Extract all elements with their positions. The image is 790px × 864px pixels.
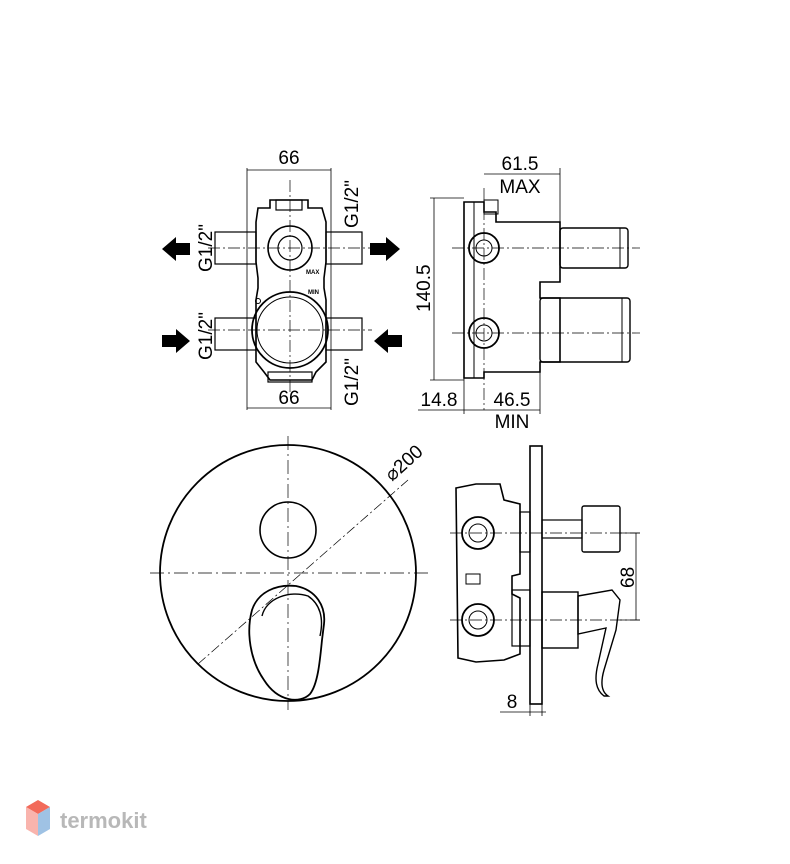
width-top-label: 66 <box>278 148 299 169</box>
depth-min-label: MIN <box>495 412 530 433</box>
depth-max-label: MAX <box>499 177 541 198</box>
width-bottom-label: 66 <box>278 388 299 409</box>
height-label: 140.5 <box>414 264 435 312</box>
min-mark: MIN <box>308 290 319 296</box>
thread-top-right-label: G1/2" <box>342 180 363 228</box>
dimension-handle-offset: 68 <box>618 532 640 621</box>
dimension-height: 140.5 <box>414 197 464 381</box>
brand-logo-icon <box>26 800 50 836</box>
depth-max-value: 61.5 <box>502 154 539 175</box>
diameter-label: ⌀200 <box>381 441 427 485</box>
cover-plate-front-view <box>150 436 430 710</box>
dimension-depth-min: 14.8 46.5 MIN <box>418 372 541 433</box>
offset-label: 14.8 <box>421 390 458 411</box>
assembly-side-view <box>450 445 640 705</box>
thread-left-lower-label: G1/2" <box>196 312 217 360</box>
valve-front-view <box>208 168 372 410</box>
dimension-depth-max: 61.5 MAX <box>484 154 561 222</box>
outlet-arrow-left-icon <box>162 237 190 261</box>
depth-min-value: 46.5 <box>494 390 531 411</box>
valve-side-view <box>452 188 640 410</box>
max-mark: MAX <box>306 270 319 276</box>
dimension-plate-thickness: 8 <box>500 692 546 716</box>
plate-thickness-label: 8 <box>507 692 518 713</box>
dimension-width-bottom: 66 <box>247 388 331 409</box>
thread-left-upper-label: G1/2" <box>196 224 217 272</box>
inlet-arrow-left-icon <box>162 329 190 353</box>
handle-offset-label: 68 <box>618 567 639 588</box>
dimension-width-top: 66 <box>247 148 331 171</box>
inlet-arrow-right-icon <box>374 329 402 353</box>
outlet-arrow-right-icon <box>370 237 400 261</box>
brand-name: termokit <box>60 808 147 833</box>
thread-bottom-right-label: G1/2" <box>342 358 363 406</box>
